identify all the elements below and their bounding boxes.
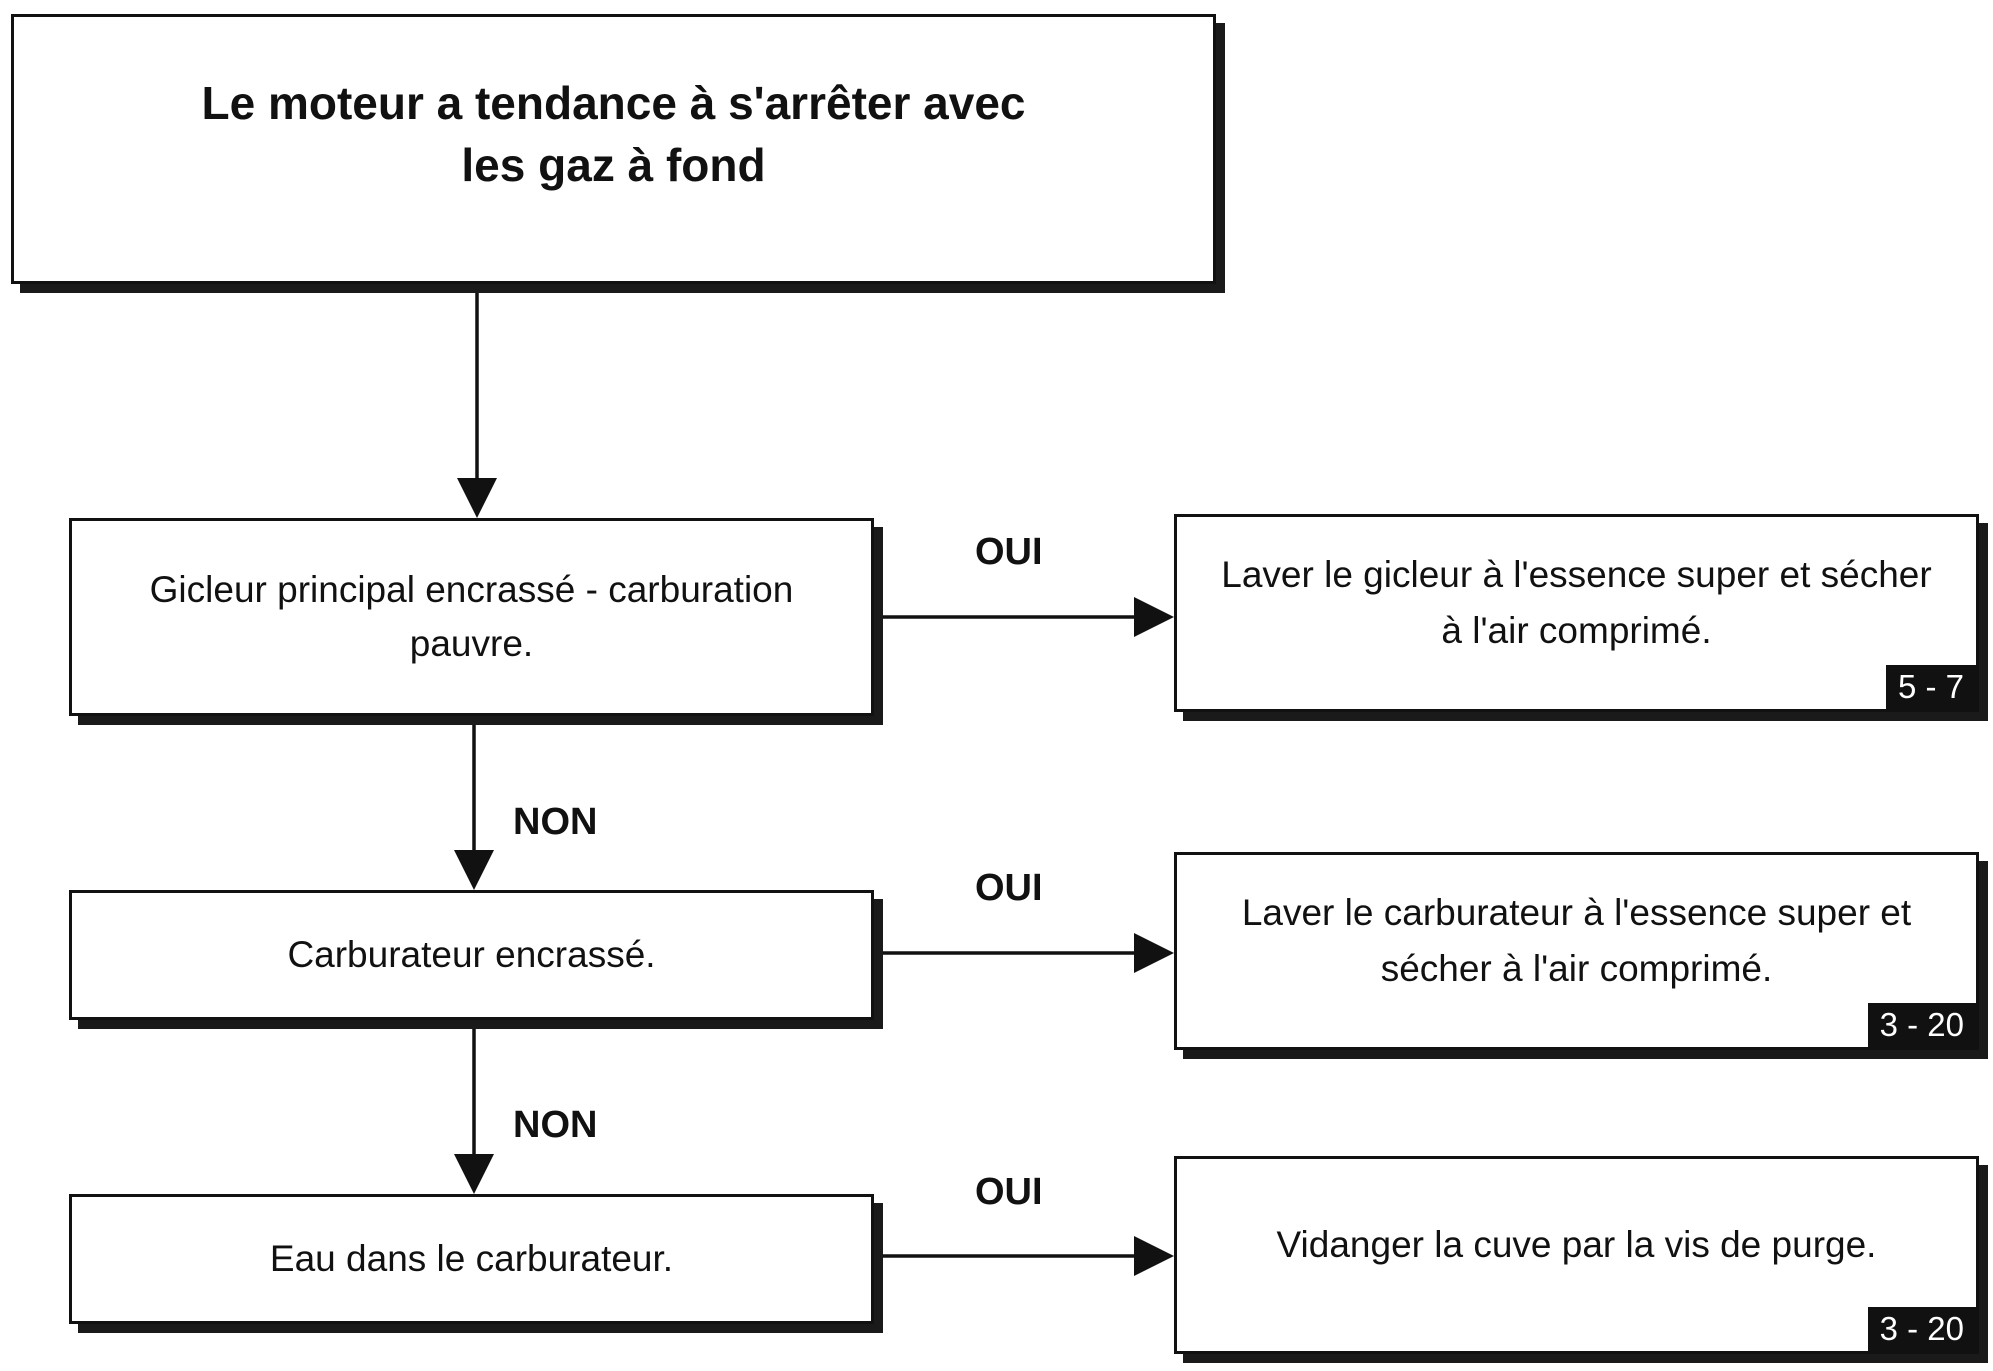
action-text: Laver le gicleur à l'essence super et sé… [1221, 554, 1932, 651]
arrowhead-right-icon [1134, 933, 1174, 973]
title-box: Le moteur a tendance à s'arrêter avec le… [11, 14, 1216, 284]
yes-label: OUI [975, 1171, 1043, 1213]
yes-label: OUI [975, 531, 1043, 573]
action-text: Laver le carburateur à l'essence super e… [1241, 892, 1912, 989]
arrowhead-down-icon [457, 478, 497, 518]
no-label: NON [513, 801, 598, 843]
condition-text: Eau dans le carburateur. [269, 1238, 674, 1279]
action-box-1: Laver le gicleur à l'essence super et sé… [1174, 514, 1979, 712]
arrowhead-right-icon [1134, 1236, 1174, 1276]
action-box-2: Laver le carburateur à l'essence super e… [1174, 852, 1979, 1050]
page-ref-badge: 3 - 20 [1867, 1307, 1976, 1351]
condition-box-3: Eau dans le carburateur. [69, 1194, 874, 1324]
action-text: Vidanger la cuve par la vis de purge. [1276, 1224, 1877, 1265]
arrowhead-right-icon [1134, 597, 1174, 637]
arrowhead-down-icon [454, 1154, 494, 1194]
condition-box-2: Carburateur encrassé. [69, 890, 874, 1020]
title-line-2: les gaz à fond [461, 139, 766, 191]
no-label: NON [513, 1104, 598, 1146]
title-line-1: Le moteur a tendance à s'arrêter avec [201, 77, 1026, 129]
yes-label: OUI [975, 867, 1043, 909]
condition-box-1: Gicleur principal encrassé - carburation… [69, 518, 874, 716]
condition-text: Gicleur principal encrassé - carburation… [149, 569, 794, 664]
action-box-3: Vidanger la cuve par la vis de purge. 3 … [1174, 1156, 1979, 1354]
page-ref-badge: 3 - 20 [1867, 1003, 1976, 1047]
arrowhead-down-icon [454, 850, 494, 890]
condition-text: Carburateur encrassé. [287, 934, 656, 975]
page-ref-badge: 5 - 7 [1885, 665, 1976, 709]
